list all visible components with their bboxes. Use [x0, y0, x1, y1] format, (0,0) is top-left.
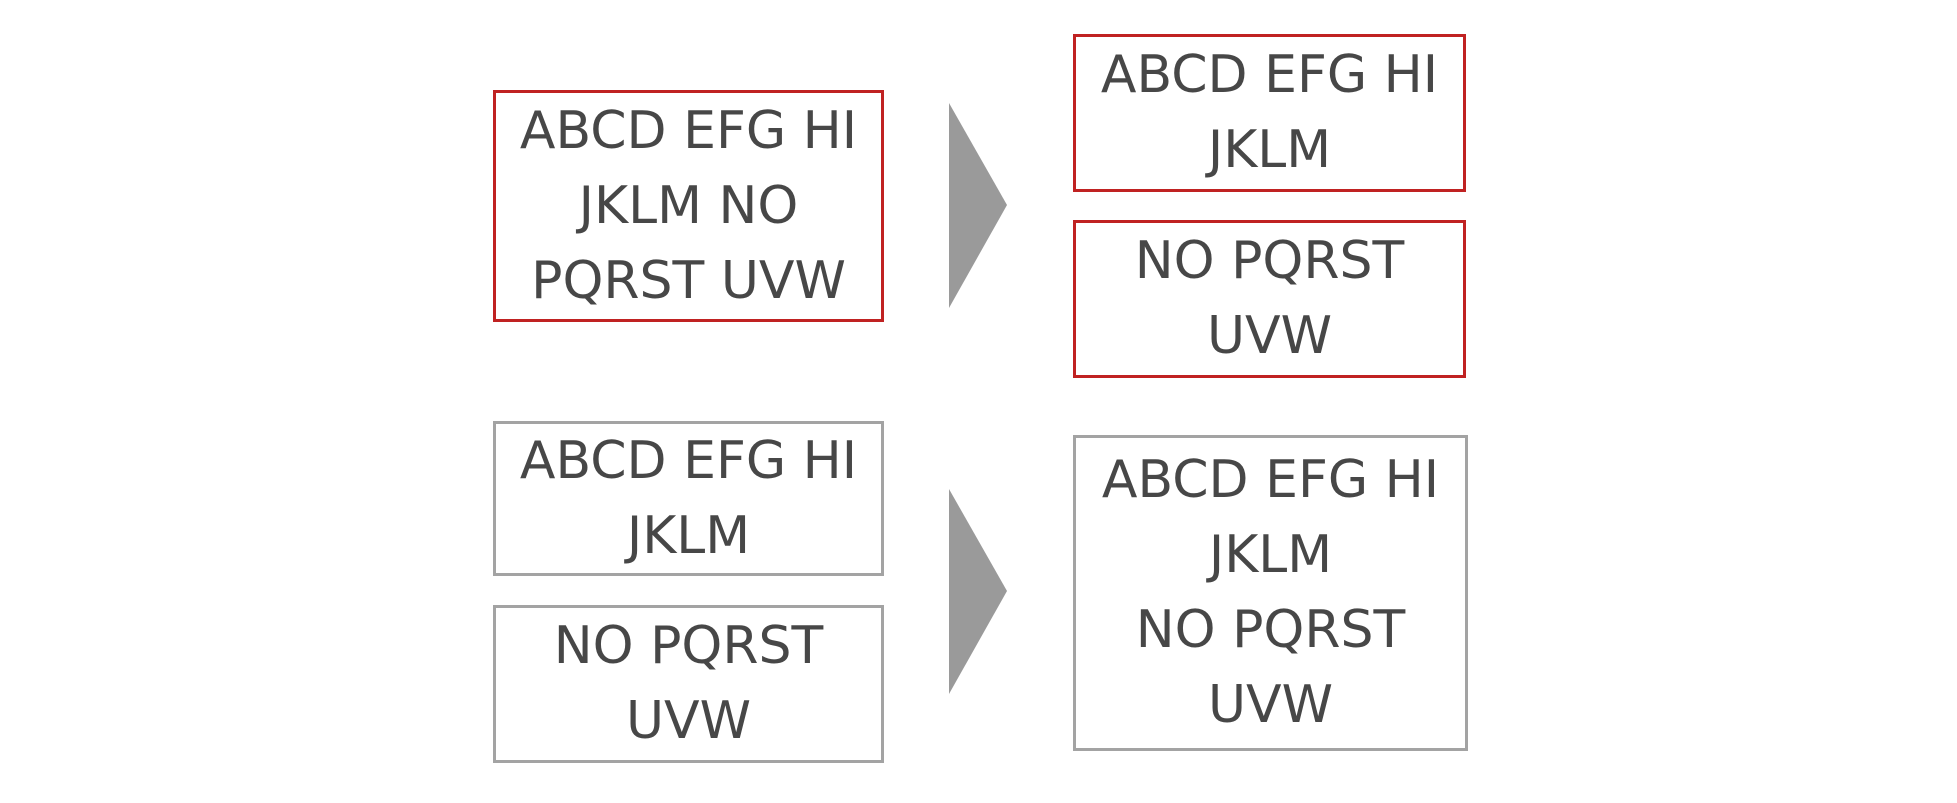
right-arrow-icon	[949, 489, 1007, 694]
split-source-text: ABCD EFG HI JKLM NO PQRST UVW	[519, 100, 858, 311]
split-result-text-2: NO PQRST UVW	[1134, 231, 1405, 366]
merge-source-text-1: ABCD EFG HI JKLM	[519, 430, 858, 566]
merge-result-box: ABCD EFG HI JKLM NO PQRST UVW	[1073, 435, 1468, 751]
merge-source-text-2: NO PQRST UVW	[553, 616, 824, 751]
merge-source-box-2: NO PQRST UVW	[493, 605, 884, 763]
merge-source-box-1: ABCD EFG HI JKLM	[493, 421, 884, 576]
split-result-box-2: NO PQRST UVW	[1073, 220, 1466, 378]
merge-result-text: ABCD EFG HI JKLM NO PQRST UVW	[1101, 450, 1440, 735]
split-result-box-1: ABCD EFG HI JKLM	[1073, 34, 1466, 192]
split-source-box: ABCD EFG HI JKLM NO PQRST UVW	[493, 90, 884, 322]
split-result-text-1: ABCD EFG HI JKLM	[1100, 45, 1439, 180]
right-arrow-icon	[949, 103, 1007, 308]
